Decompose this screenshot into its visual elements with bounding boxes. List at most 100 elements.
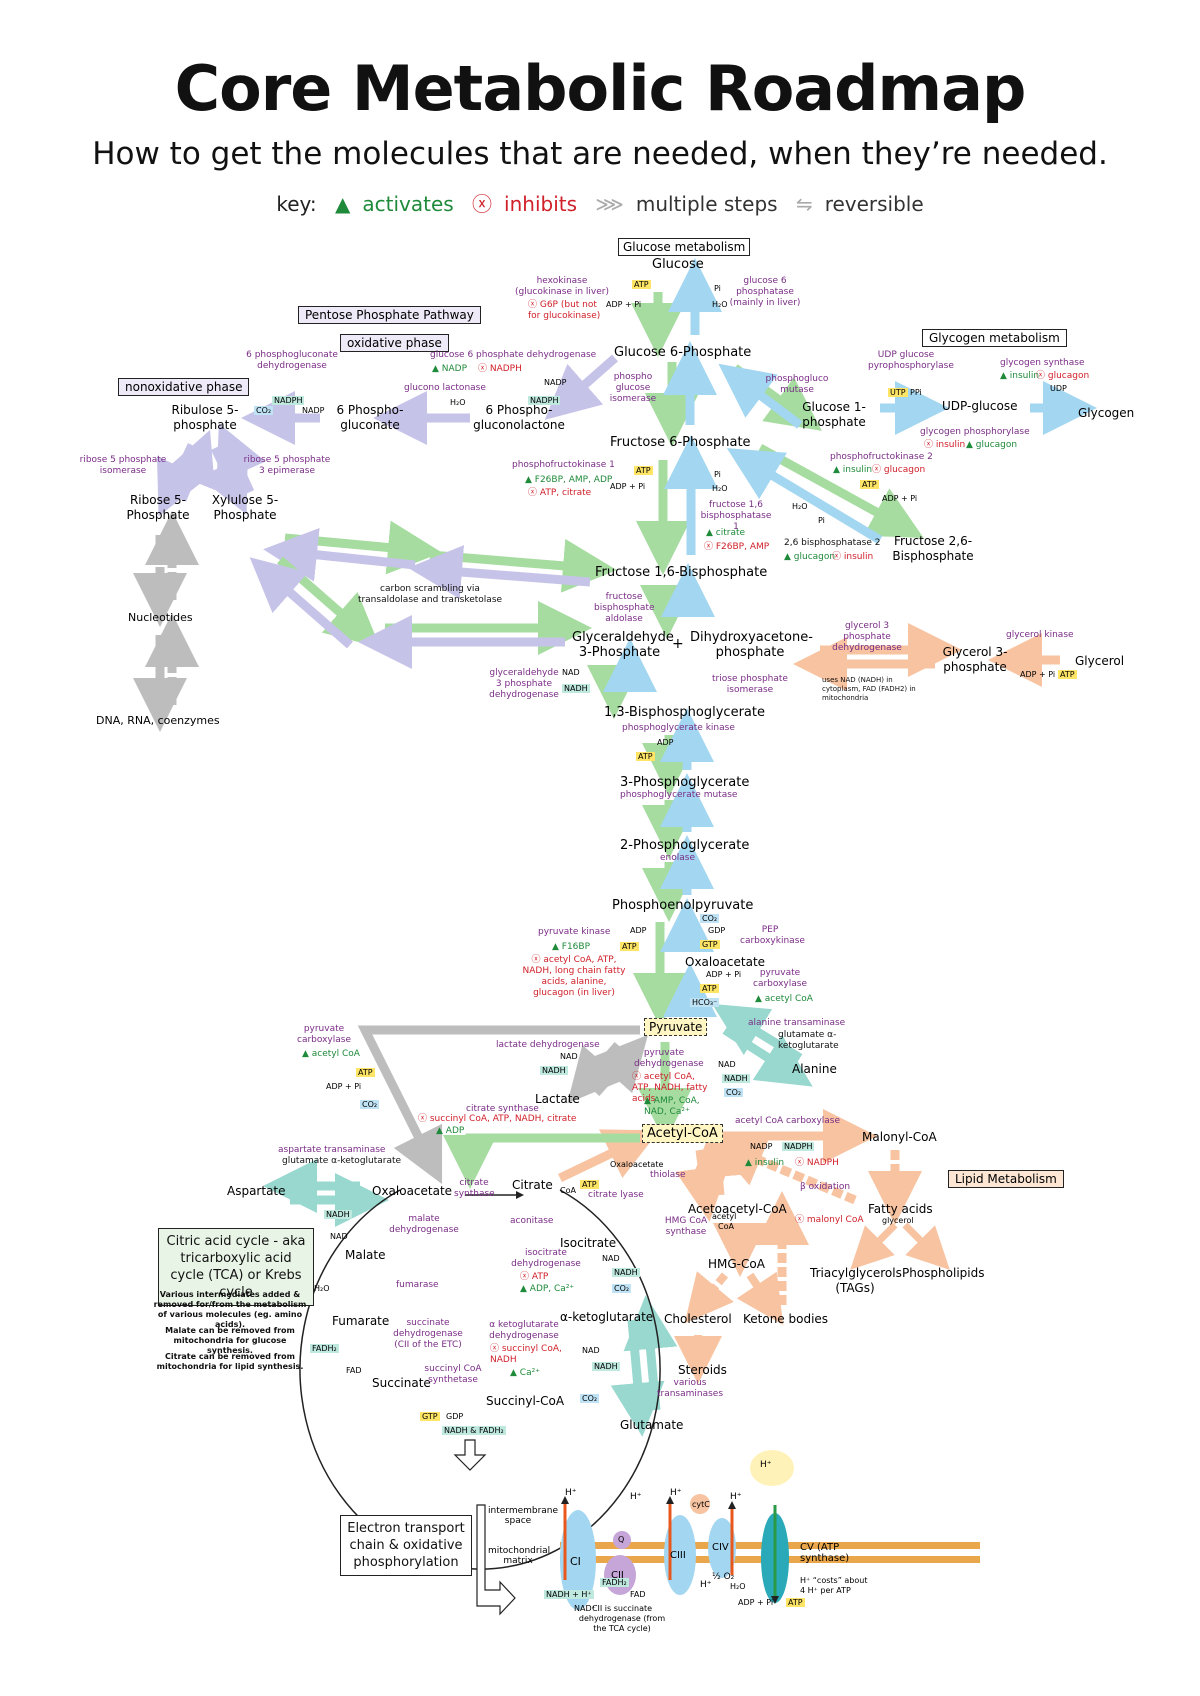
badge-nadph-acc: NADPH (782, 1142, 815, 1151)
enzyme-pk-inh: ⓧ acetyl CoA, ATP, NADH, long chain fatt… (522, 955, 626, 998)
label-hmgcoa: HMG-CoA (708, 1257, 765, 1271)
enzyme-g6pdh-inh: ⓧ NADPH (478, 364, 522, 374)
badge-h2o-fbpase1: H₂O (712, 484, 728, 493)
badge-h2o-fumarase: H₂O (314, 1284, 330, 1293)
ppp-arrows (156, 354, 618, 669)
enzyme-pgi: phospho glucose isomerase (609, 372, 657, 404)
badge-nadh-mdh: NADH (324, 1210, 352, 1219)
label-isocitrate: Isocitrate (560, 1236, 617, 1250)
activates-icon: ▲ (334, 192, 351, 216)
label-glutamate: Glutamate (620, 1418, 684, 1432)
etc-atp-cost: H⁺ “costs” about 4 H⁺ per ATP (800, 1576, 868, 1595)
enzyme-pfk1-inh: ⓧ ATP, citrate (528, 488, 592, 498)
etc-ciii: CIII (670, 1550, 686, 1561)
label-3pg: 3-Phosphoglycerate (620, 775, 750, 790)
arrow-ppp-to-f16-green (429, 538, 617, 593)
label-tags: Triacylglycerols (TAGs) (810, 1266, 902, 1295)
badge-nad-ldh: NAD (560, 1052, 578, 1061)
badge-gtp-scs: GTP (420, 1412, 440, 1421)
key-reversible: reversible (824, 192, 924, 216)
badge-co2-pdh: CO₂ (724, 1088, 744, 1097)
badge-nad-akgdh: NAD (582, 1346, 600, 1355)
arrow-ppp-to-f6p-green (284, 520, 442, 575)
badge-atp-pc-tca: ATP (356, 1068, 375, 1077)
badge-nadh-idh: NADH (612, 1268, 640, 1277)
enzyme-pc-act: ▲ acetyl CoA (755, 994, 813, 1004)
label-f26bp: Fructose 2,6-Bisphosphate (892, 534, 974, 563)
badge-co2-pc-tca: CO₂ (360, 1100, 380, 1109)
key-inhibits: inhibits (504, 192, 578, 216)
enzyme-mdh: malate dehydrogenase (389, 1214, 459, 1235)
tca-small-note-3: Citrate can be removed from mitochondria… (156, 1352, 304, 1371)
enzyme-pfk2: phosphofructokinase 2 (830, 452, 933, 462)
badge-adp-pc-tca: ADP + Pi (326, 1082, 362, 1091)
enzyme-fumarase: fumarase (396, 1280, 439, 1290)
enzyme-glycogen-synthase: glycogen synthase (1000, 358, 1085, 368)
enzyme-pdh-inh: ⓧ acetyl CoA, ATP, NADH, fatty acids (632, 1072, 708, 1104)
label-dna: DNA, RNA, coenzymes (96, 714, 220, 727)
enzyme-pfk1: phosphofructokinase 1 (512, 460, 615, 470)
enzyme-hexokinase-inh: ⓧ G6P (but not for glucokinase) (528, 300, 601, 321)
etc-hplus-3: H⁺ (670, 1488, 682, 1498)
label-fattyacids: Fatty acids (868, 1202, 933, 1216)
enzyme-aldolase: fructose bisphosphate aldolase (594, 592, 655, 624)
etc-cytc (690, 1494, 710, 1514)
badge-hco3-pc: HCO₃⁻ (690, 998, 720, 1007)
enzyme-hexokinase: hexokinase (glucokinase in liver) (514, 276, 610, 297)
inhibits-icon: ⓧ (472, 192, 493, 216)
arrow-acetoacetyl-acetylcoa (691, 1123, 746, 1196)
badge-pi-fbpase2: Pi (818, 516, 825, 525)
label-ribose5p: Ribose 5-Phosphate (126, 493, 190, 522)
badge-adp-pk: ADP (630, 926, 647, 935)
label-oxaloacetate: Oxaloacetate (372, 1184, 453, 1198)
badge-utp-udpglc: UTP (888, 388, 908, 397)
label-glucose: Glucose (652, 257, 704, 272)
badge-ppi-udpglc: PPi (910, 388, 922, 397)
badge-h2o-lactonase: H₂O (450, 398, 466, 407)
badge-adp-pfk1: ADP + Pi (610, 482, 646, 491)
badge-pi-fbpase1: Pi (714, 470, 721, 479)
arrow-lactate-pyr (591, 1034, 649, 1097)
nadh-fadh2-down-arrow (453, 1439, 487, 1471)
enzyme-pk-act: ▲ F16BP (552, 942, 591, 952)
label-xylulose5p: Xylulose 5-Phosphate (211, 493, 279, 522)
badge-adp-pgk: ADP (657, 738, 674, 747)
badge-oaa-citratelyase: Oxaloacetate (610, 1160, 664, 1169)
badge-nadh-fadh2: NADH & FADH₂ (442, 1426, 506, 1435)
label-malate: Malate (345, 1248, 386, 1262)
arrow-xylulose-ribulose (216, 423, 266, 494)
enzyme-g3pdh: glycerol 3 phosphate dehydrogenase (832, 621, 902, 653)
enzyme-g6pdh: glucose 6 phosphate dehydrogenase (430, 350, 597, 360)
section-glucose-metabolism: Glucose metabolism (618, 238, 751, 256)
enzyme-pepck: PEP carboxykinase (740, 925, 805, 946)
arrow-glu-akg (623, 1295, 678, 1411)
label-acetoacetylcoa: Acetoacetyl-CoA (688, 1202, 787, 1216)
badge-fad-sdh: FAD (346, 1366, 362, 1375)
badge-pi-g6pase: Pi (714, 284, 721, 293)
label-ketonebodies: Ketone bodies (743, 1312, 829, 1326)
enzyme-6pgdh: 6 phosphogluconate dehydrogenase (246, 350, 338, 371)
enzyme-fbpase1-inh: ⓧ F26BP, AMP (704, 542, 770, 552)
enzyme-rpe: ribose 5 phosphate 3 epimerase (243, 455, 331, 476)
enzyme-ast: aspartate transaminase (278, 1145, 386, 1155)
tca-small-note-2: Malate can be removed from mitochondria … (165, 1326, 295, 1355)
label-citrate: Citrate (512, 1178, 553, 1192)
multiple-steps-icon: ⋙ (595, 192, 624, 216)
badge-nadph-g6pdh: NADPH (528, 396, 561, 405)
arrow-citrate-acetylcoa (558, 1129, 660, 1183)
badge-adp-glycerolkinase: ADP + Pi (1020, 670, 1056, 679)
label-succinylcoa: Succinyl-CoA (486, 1394, 565, 1408)
reversible-icon: ⇋ (795, 192, 813, 216)
etc-intermembrane: intermembrane space (488, 1506, 559, 1526)
enzyme-glycogen-synthase-act: ▲ insulin (1000, 371, 1040, 381)
enzyme-scs: succinyl CoA synthetase (424, 1364, 482, 1385)
etc-ci: CI (570, 1555, 581, 1568)
arrow-fa-acetylcoa (710, 1135, 857, 1205)
label-glycerol3p: Glycerol 3-phosphate (942, 645, 1008, 674)
badge-atp-glycerolkinase: ATP (1058, 670, 1077, 679)
label-f16bp: Fructose 1,6-Bisphosphate (595, 565, 768, 580)
enzyme-phosphoglucomutase: phosphogluco mutase (765, 374, 829, 395)
section-pentose-phosphate: Pentose Phosphate Pathway (298, 306, 481, 324)
enzyme-transketolase: carbon scrambling via transaldolase and … (357, 584, 503, 605)
arrow-akg-glu (610, 1319, 665, 1437)
